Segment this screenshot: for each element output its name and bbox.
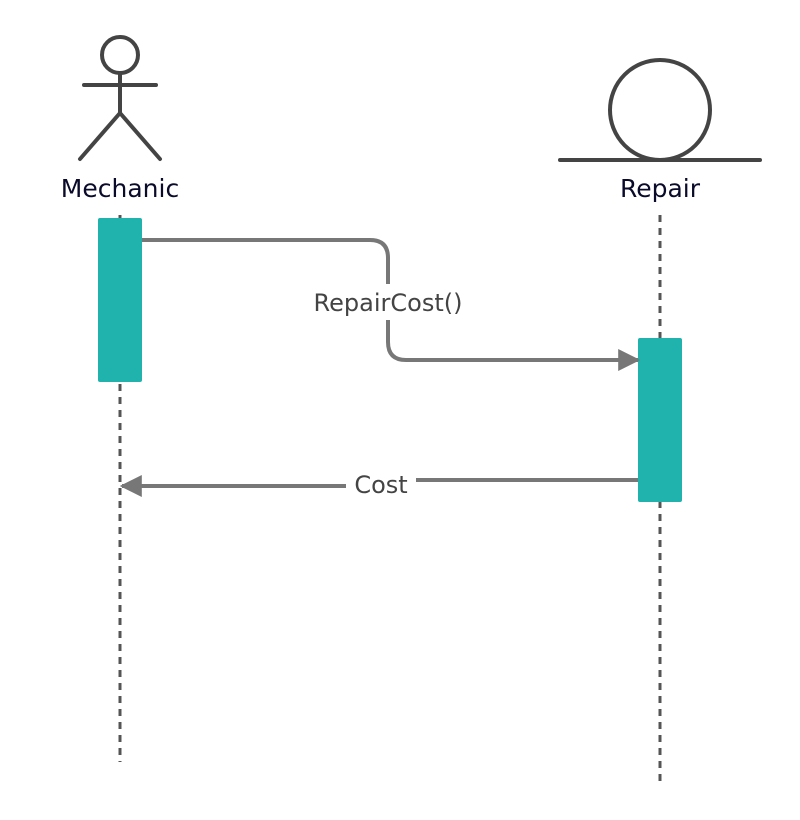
activation-bar-repair — [638, 338, 682, 502]
mechanic-actor-icon — [78, 35, 162, 161]
message-label-bg-cost — [346, 466, 416, 502]
participant-label-repair: Repair — [620, 174, 701, 203]
participant-label-mechanic: Mechanic — [61, 174, 179, 203]
repair-entity-icon — [558, 58, 762, 162]
message-label-bg-repaircost — [306, 284, 470, 320]
message-label-cost: Cost — [354, 471, 407, 499]
message-label-repaircost: RepairCost() — [314, 289, 463, 317]
activation-bar-mechanic — [98, 218, 142, 382]
